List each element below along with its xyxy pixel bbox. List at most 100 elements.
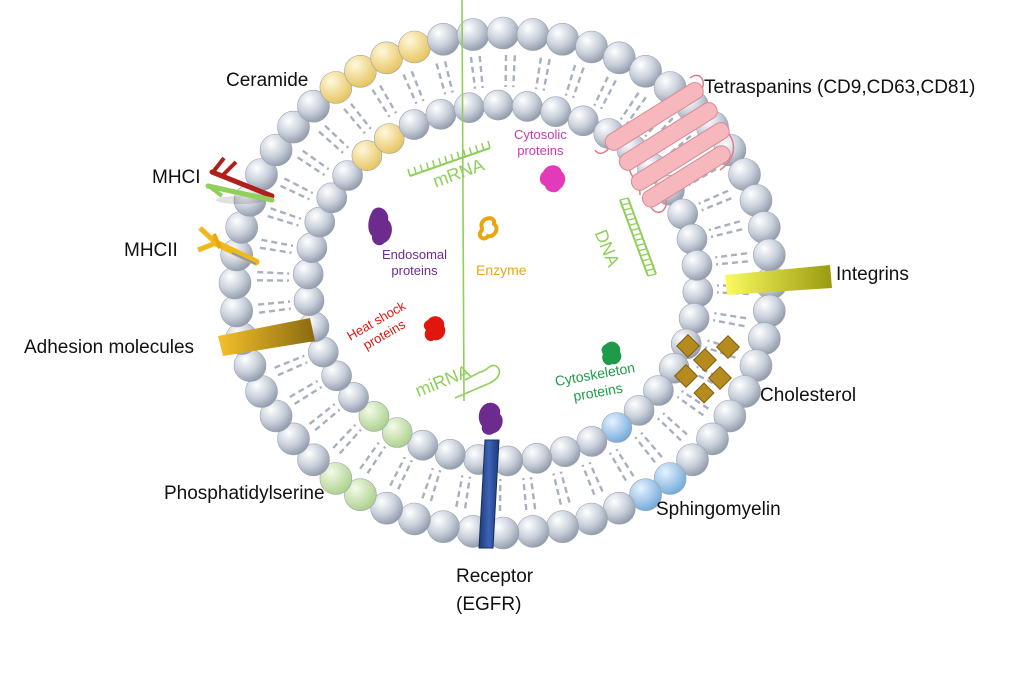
outer-lipid-head — [747, 211, 781, 244]
outer-lipid-head — [546, 22, 579, 56]
outer-lipid-head — [575, 30, 608, 64]
outer-lipid-head — [297, 89, 330, 123]
lipid-tail — [258, 307, 291, 314]
outer-lipid-head — [259, 399, 293, 433]
enzyme-icon — [477, 216, 499, 241]
mhci-protein — [205, 156, 275, 204]
mrna-tick — [425, 162, 430, 170]
lipid-tail — [676, 395, 704, 417]
inner-lipid-head — [332, 160, 363, 191]
outer-lipid-head — [602, 491, 636, 525]
dna-rung — [642, 258, 651, 262]
lipid-tail — [270, 207, 302, 220]
lipid-tail — [542, 58, 551, 91]
outer-lipid-head — [319, 71, 353, 104]
lipid-tail — [571, 67, 585, 99]
mrna-tick — [407, 168, 411, 177]
lipid-tail — [421, 467, 435, 499]
inner-lipid-head — [296, 232, 328, 263]
outer-lipid-head — [752, 294, 786, 328]
inner-lipid-head — [521, 442, 553, 474]
dna-rung — [629, 222, 638, 226]
lipid-tail — [267, 214, 299, 227]
outer-lipid-head — [486, 16, 520, 50]
lipid-tail — [715, 260, 749, 266]
inner-lipid-head — [407, 429, 439, 461]
dna-rung — [621, 202, 631, 206]
mrna-tick — [444, 155, 448, 164]
outer-lipid-head — [713, 399, 747, 433]
lipid-tail — [649, 117, 674, 143]
lipid-tail — [662, 412, 688, 436]
lipid-tail — [318, 130, 344, 154]
inner-lipid-head — [351, 140, 383, 171]
dna-rung — [638, 248, 647, 252]
lipid-tail — [600, 79, 617, 110]
mrna-tick — [481, 142, 485, 151]
lipid-tail — [593, 76, 609, 107]
lipid-tail — [261, 238, 294, 247]
lipid-tail — [619, 92, 640, 121]
lipid-tail — [626, 96, 647, 125]
tetraspanin-protein — [594, 74, 735, 214]
endosomal-proteins-label: Endosomal proteins — [382, 247, 447, 280]
outer-lipid-head — [218, 266, 252, 300]
dna-rung — [640, 253, 649, 257]
cytoskeleton-protein-icon — [601, 341, 622, 366]
lipid-tail — [710, 228, 743, 239]
outer-lipid-head — [427, 510, 460, 544]
lipid-tail — [608, 452, 627, 482]
lipid-tail — [293, 385, 323, 406]
lipid-tail — [712, 319, 745, 328]
cytosolic-line2: proteins — [517, 143, 564, 159]
inner-lipid-head — [511, 91, 543, 122]
mrna-tick — [438, 157, 442, 166]
endosomal-line2: proteins — [391, 263, 438, 279]
lipid-tail — [708, 220, 741, 232]
outer-lipid-head — [653, 462, 687, 495]
inner-lipid-head — [381, 417, 413, 448]
lipid-tail — [366, 445, 387, 474]
inner-lipid-head — [398, 109, 430, 140]
outer-lipid-head — [259, 133, 293, 167]
mrna-tick — [474, 145, 479, 153]
outer-lipid-head — [696, 422, 729, 456]
inner-lipid-head — [373, 123, 405, 154]
inner-lipid-head — [453, 92, 485, 123]
lipid-tail — [338, 428, 362, 455]
outer-lipid-head — [370, 41, 404, 75]
inner-lipid-head — [425, 99, 457, 130]
inner-lipid-head — [434, 438, 466, 470]
mrna-tick — [487, 140, 491, 149]
outer-lipid-head — [516, 18, 550, 51]
lipid-tail — [314, 408, 341, 432]
dna-rung — [631, 227, 640, 232]
outer-lipid-head — [319, 462, 353, 495]
dna-rung — [645, 268, 655, 272]
mrna-tick — [456, 151, 460, 159]
outer-lipid-head — [220, 294, 253, 328]
lipid-tail — [552, 473, 563, 505]
lipid-tail — [332, 423, 357, 449]
outer-lipid-head — [398, 502, 431, 536]
cytosolic-protein-icon — [539, 165, 566, 193]
lipid-tail — [389, 456, 406, 487]
lipid-tail — [379, 84, 398, 114]
lipid-tail — [308, 403, 336, 425]
integrin-protein — [725, 265, 832, 295]
lipid-tail — [443, 61, 454, 93]
lipid-tail — [371, 89, 391, 118]
dna-rung — [632, 232, 642, 237]
lipid-tail — [680, 389, 709, 410]
outer-lipid-head — [629, 55, 662, 88]
inner-lipid-head — [549, 436, 581, 468]
cholesterol-label: Cholesterol — [760, 385, 857, 406]
lipid-tail — [397, 459, 413, 490]
cytosolic-line1: Cytosolic — [514, 127, 567, 142]
outer-lipid-head — [546, 510, 579, 544]
lipid-tail — [634, 436, 656, 464]
lipid-tail — [529, 477, 537, 510]
cholesterol-molecule — [673, 333, 741, 404]
lipid-tail — [297, 156, 326, 177]
